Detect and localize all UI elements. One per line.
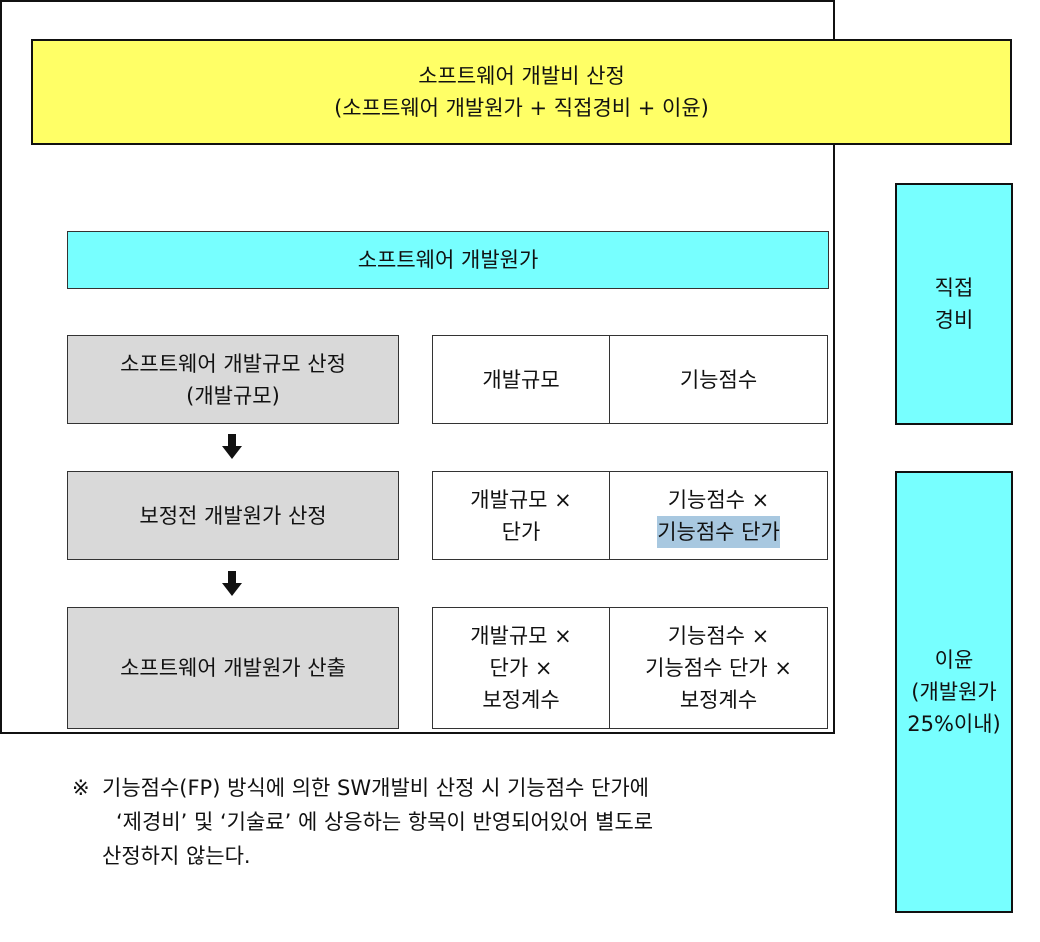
cell-row2-right: 기능점수 × 기능점수 단가 bbox=[609, 471, 828, 560]
cell-row2-left: 개발규모 × 단가 bbox=[432, 471, 610, 560]
cell-text: 보정계수 bbox=[482, 688, 560, 712]
step-dev-size: 소프트웨어 개발규모 산정 (개발규모) bbox=[67, 335, 399, 424]
cell-text: 기능점수 × bbox=[667, 624, 770, 648]
cell-row1-left: 개발규모 bbox=[432, 335, 610, 424]
profit-label: 이윤 bbox=[934, 648, 974, 672]
step-dev-size-title: 소프트웨어 개발규모 산정 bbox=[120, 351, 346, 376]
step-pre-adjust-title: 보정전 개발원가 산정 bbox=[139, 503, 327, 528]
arrow-down-icon bbox=[222, 434, 242, 459]
cell-row3-left: 개발규모 × 단가 × 보정계수 bbox=[432, 607, 610, 729]
direct-expense-box: 직접 경비 bbox=[895, 183, 1013, 425]
step-final-dev-cost: 소프트웨어 개발원가 산출 bbox=[67, 607, 399, 729]
header-title: 소프트웨어 개발비 산정 bbox=[418, 64, 625, 88]
footnote-line-1: ※ 기능점수(FP) 방식에 의한 SW개발비 산정 시 기능점수 단가에 bbox=[72, 771, 832, 805]
footnote-line-3: 산정하지 않는다. bbox=[102, 844, 251, 868]
profit-detail: 25%이내) bbox=[907, 712, 1001, 736]
direct-expense-label: 직접 bbox=[934, 276, 974, 300]
cell-text: 기능점수 bbox=[679, 367, 758, 392]
footnote-text: 기능점수(FP) 방식에 의한 SW개발비 산정 시 기능점수 단가에 bbox=[102, 776, 649, 800]
cell-text: 기능점수 단가 × bbox=[645, 656, 792, 680]
cell-text: 보정계수 bbox=[679, 688, 758, 712]
cell-text: 개발규모 × bbox=[470, 487, 572, 512]
footnote: ※ 기능점수(FP) 방식에 의한 SW개발비 산정 시 기능점수 단가에 ‘제경… bbox=[72, 771, 832, 873]
cell-text: 단가 × bbox=[489, 656, 553, 680]
header-formula: (소프트웨어 개발원가 + 직접경비 + 이윤) bbox=[334, 96, 709, 120]
step-pre-adjust-cost: 보정전 개발원가 산정 bbox=[67, 471, 399, 560]
header-box: 소프트웨어 개발비 산정 (소프트웨어 개발원가 + 직접경비 + 이윤) bbox=[31, 39, 1012, 145]
highlighted-text: 기능점수 단가 bbox=[657, 515, 780, 548]
profit-box: 이윤 (개발원가 25%이내) bbox=[895, 471, 1013, 913]
cell-row1-right: 기능점수 bbox=[609, 335, 828, 424]
step-dev-size-sub: (개발규모) bbox=[186, 383, 280, 408]
cell-text: 개발규모 bbox=[482, 367, 560, 392]
cell-text: 단가 bbox=[501, 519, 541, 544]
cell-text: 기능점수 × bbox=[667, 487, 770, 512]
step-final-dev-cost-title: 소프트웨어 개발원가 산출 bbox=[120, 656, 346, 680]
dev-cost-bar: 소프트웨어 개발원가 bbox=[67, 231, 829, 289]
reference-mark: ※ bbox=[72, 776, 90, 800]
direct-expense-label: 경비 bbox=[934, 308, 974, 332]
arrow-down-icon bbox=[222, 571, 242, 596]
profit-detail: (개발원가 bbox=[911, 680, 997, 704]
cell-text: 개발규모 × bbox=[470, 624, 572, 648]
dev-cost-label: 소프트웨어 개발원가 bbox=[357, 248, 539, 272]
footnote-line-2: ‘제경비’ 및 ‘기술료’ 에 상응하는 항목이 반영되어있어 별도로 bbox=[116, 810, 654, 834]
cell-row3-right: 기능점수 × 기능점수 단가 × 보정계수 bbox=[609, 607, 828, 729]
